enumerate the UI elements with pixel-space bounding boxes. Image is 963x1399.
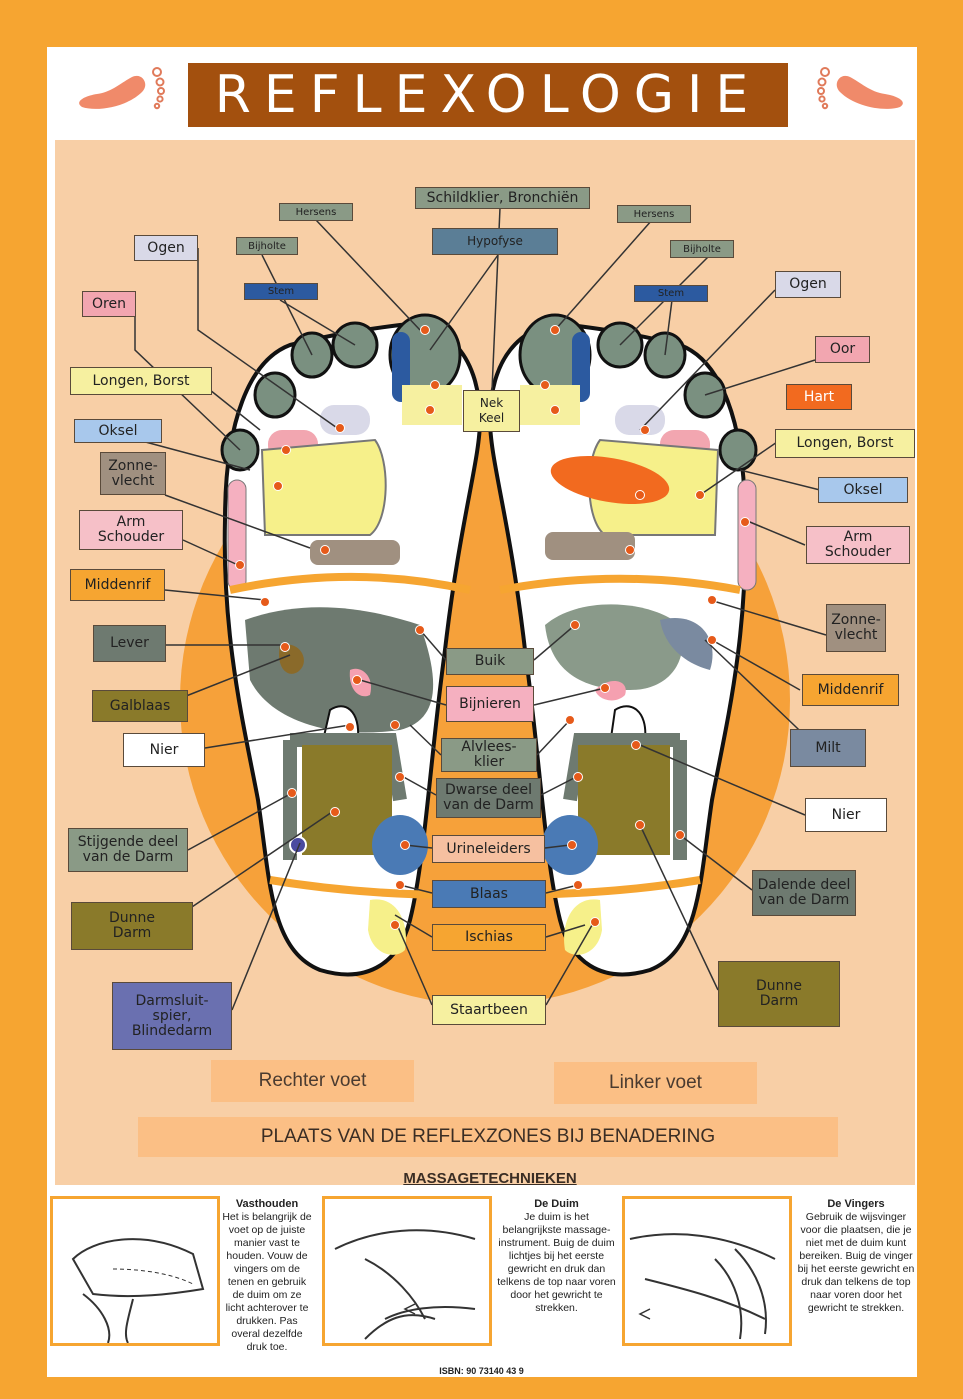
massage-text-hold: Vasthouden Het is belangrijk de voet op … bbox=[222, 1198, 312, 1354]
right-foot bbox=[220, 313, 483, 977]
massage-illustration-thumb bbox=[322, 1196, 492, 1346]
page-title: REFLEXOLOGIE bbox=[188, 63, 788, 127]
label-stem-right-foot: Stem bbox=[244, 283, 318, 300]
massage-section-title: MASSAGETECHNIEKEN bbox=[403, 1170, 577, 1187]
label-dunne-darm-right-foot: Dunne Darm bbox=[71, 902, 193, 950]
label-darmsluitspier-blindedarm: Darmsluit- spier, Blindedarm bbox=[112, 982, 232, 1050]
hand-holding-foot-icon bbox=[71, 1238, 205, 1344]
isbn-number: ISBN: 90 73140 43 9 bbox=[439, 1366, 524, 1376]
label-longen-left-foot: Longen, Borst bbox=[775, 429, 915, 458]
label-arm-schouder-left-foot: Arm Schouder bbox=[806, 526, 910, 564]
footprint-icon-left bbox=[79, 67, 165, 110]
finger-technique-icon bbox=[629, 1233, 776, 1340]
label-ogen-left-foot: Ogen bbox=[775, 271, 841, 298]
massage-text-fingers: De Vingers Gebruik de wijsvinger voor di… bbox=[796, 1198, 916, 1315]
label-alvleesklier: Alvlees- klier bbox=[441, 738, 537, 772]
massage-text-thumb: De Duim Je duim is het belangrijkste mas… bbox=[494, 1198, 619, 1315]
label-oksel-left-foot: Oksel bbox=[818, 477, 908, 503]
footprint-icon-right bbox=[817, 67, 903, 110]
massage-illustration-fingers bbox=[622, 1196, 792, 1346]
label-hersens-right-foot: Hersens bbox=[279, 203, 353, 221]
label-zonnevlecht-left-foot: Zonne- vlecht bbox=[826, 604, 886, 652]
label-stijgende-deel-darm: Stijgende deel van de Darm bbox=[68, 828, 188, 872]
label-bijholte-right-foot: Bijholte bbox=[236, 237, 298, 255]
label-nek-keel: Nek Keel bbox=[463, 390, 520, 432]
label-urineleiders: Urineleiders bbox=[432, 835, 545, 863]
label-bijholte-left-foot: Bijholte bbox=[670, 240, 734, 258]
massage-body-thumb: Je duim is het belangrijkste massage-ins… bbox=[497, 1211, 616, 1314]
thumb-technique-icon bbox=[334, 1229, 476, 1340]
foot-reflex-diagram bbox=[134, 207, 827, 1011]
massage-head-hold: Vasthouden bbox=[235, 1198, 299, 1210]
label-hypofyse: Hypofyse bbox=[432, 228, 558, 255]
massage-illustration-hold bbox=[50, 1196, 220, 1346]
reflex-points bbox=[235, 325, 750, 930]
label-nier-left-foot: Nier bbox=[805, 798, 887, 832]
label-schildklier: Schildklier, Bronchiën bbox=[415, 187, 590, 209]
label-stem-left-foot: Stem bbox=[634, 285, 708, 302]
label-buik: Buik bbox=[446, 648, 534, 675]
label-middenrif-right-foot: Middenrif bbox=[70, 569, 165, 601]
label-milt: Milt bbox=[790, 729, 866, 767]
leader-lines bbox=[134, 207, 827, 1011]
label-ischias: Ischias bbox=[432, 924, 546, 951]
label-zonnevlecht-right-foot: Zonne- vlecht bbox=[100, 452, 166, 495]
massage-head-thumb: De Duim bbox=[534, 1198, 579, 1210]
label-dunne-darm-left-foot: Dunne Darm bbox=[718, 961, 840, 1027]
massage-body-hold: Het is belangrijk de voet op de juiste m… bbox=[222, 1211, 312, 1353]
label-middenrif-left-foot: Middenrif bbox=[802, 674, 899, 706]
label-blaas: Blaas bbox=[432, 880, 546, 908]
label-lever: Lever bbox=[93, 625, 166, 662]
label-dwarse-deel-darm: Dwarse deel van de Darm bbox=[436, 778, 541, 818]
label-longen-right-foot: Longen, Borst bbox=[70, 367, 212, 395]
label-oor: Oor bbox=[815, 336, 870, 363]
reflexzones-banner: PLAATS VAN DE REFLEXZONES BIJ BENADERING bbox=[138, 1117, 838, 1157]
label-hersens-left-foot: Hersens bbox=[617, 205, 691, 223]
label-bijnieren: Bijnieren bbox=[446, 686, 534, 722]
label-galblaas: Galblaas bbox=[92, 690, 188, 722]
left-foot-caption: Linker voet bbox=[554, 1062, 757, 1104]
label-ogen-right-foot: Ogen bbox=[134, 235, 198, 261]
label-dalende-deel-darm: Dalende deel van de Darm bbox=[752, 870, 856, 916]
massage-body-fingers: Gebruik de wijsvinger voor die plaatsen,… bbox=[797, 1211, 915, 1314]
label-arm-schouder-right-foot: Arm Schouder bbox=[79, 510, 183, 550]
label-oren: Oren bbox=[82, 291, 136, 317]
left-foot bbox=[487, 313, 758, 977]
label-oksel-right-foot: Oksel bbox=[74, 419, 162, 443]
massage-head-fingers: De Vingers bbox=[827, 1198, 885, 1210]
label-nier-right-foot: Nier bbox=[123, 733, 205, 767]
label-staartbeen: Staartbeen bbox=[432, 995, 546, 1025]
label-hart: Hart bbox=[786, 384, 852, 410]
right-foot-caption: Rechter voet bbox=[211, 1060, 414, 1102]
